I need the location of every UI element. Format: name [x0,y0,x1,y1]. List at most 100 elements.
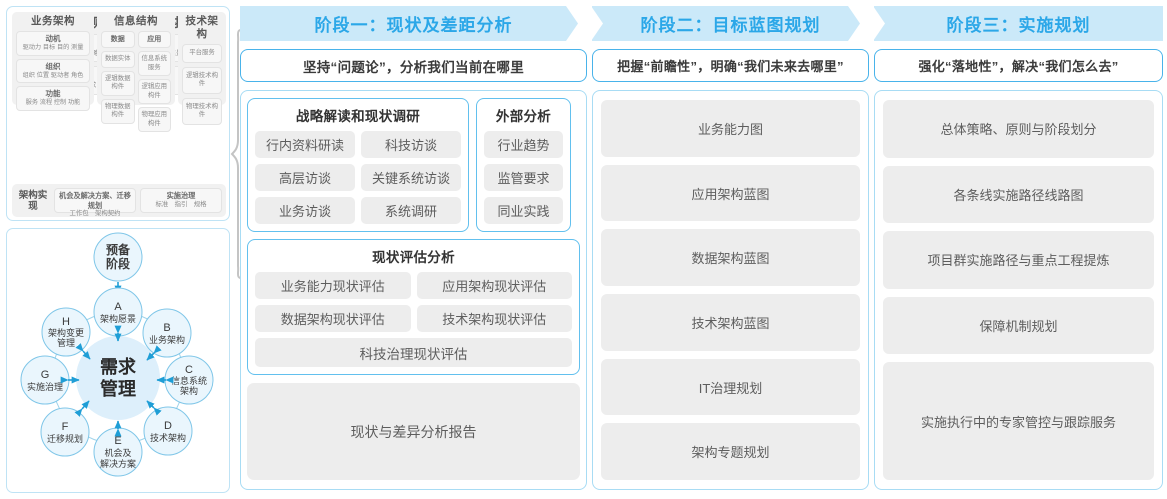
adm-node-d [143,406,193,456]
physical-data-component-cell: 物理数据构件 [101,98,135,124]
chip-industry-trend[interactable]: 行业趋势 [484,131,563,158]
strategy-research-panel: 战略解读和现状调研 行内资料研读 科技访谈 高层访谈 关键系统访谈 业务访谈 系… [247,98,469,232]
pill-program-implementation-path[interactable]: 项目群实施路径与重点工程提炼 [883,231,1154,289]
phase-1-header: 阶段一：现状及差距分析 [240,6,588,41]
svg-text:技术架构: 技术架构 [150,432,186,443]
adm-node-b [142,308,192,358]
chip-application-architecture-assessment[interactable]: 应用架构现状评估 [416,272,572,299]
pill-expert-control-tracking-service[interactable]: 实施执行中的专家管控与跟踪服务 [883,362,1154,480]
chevron-notch-left-icon [873,6,885,41]
svg-text:架构愿景: 架构愿景 [100,313,136,324]
physical-technology-component-cell: 物理技术构件 [182,97,222,125]
phase-2-body: 业务能力图 应用架构蓝图 数据架构蓝图 技术架构蓝图 IT治理规划 架构专题规划 [592,90,869,490]
svg-text:预备: 预备 [106,242,131,257]
chevron-right-icon [848,6,870,41]
chip-tech-governance-assessment[interactable]: 科技治理现状评估 [255,338,572,367]
information-structure-group: 信息结构 数据 数据实体 逻辑数据构件 物理数据构件 [97,12,175,132]
current-state-assessment-title: 现状评估分析 [372,250,455,265]
pill-business-capability-map[interactable]: 业务能力图 [601,100,860,157]
svg-text:业务架构: 业务架构 [149,334,185,345]
svg-text:阶段: 阶段 [106,256,131,271]
chip-peer-practice[interactable]: 同业实践 [484,197,563,224]
logical-application-component-cell: 逻辑应用构件 [137,79,171,104]
chip-technology-architecture-assessment[interactable]: 技术架构现状评估 [416,305,572,332]
phase-1-subtitle: 坚持“问题论”，分析我们当前在哪里 [240,49,587,82]
data-header-cell: 数据 [101,31,135,48]
adm-center-line2: 管理 [100,378,136,399]
technology-architecture-group: 技术架构 平台服务 逻辑技术构件 物理技术构件 [178,12,226,125]
logical-data-component-cell: 逻辑数据构件 [101,70,135,96]
implementation-governance-cell: 实施治理 标准 指引 规格 [140,188,222,213]
cell-items: 驱动力 目标 目的 测量 [22,44,84,51]
chip-key-system-interview[interactable]: 关键系统访谈 [361,164,461,191]
chip-business-interview[interactable]: 业务访谈 [255,197,355,224]
svg-text:D: D [164,420,172,432]
cell-title: 功能 [45,89,61,98]
external-analysis-title: 外部分析 [495,109,552,124]
gap-analysis-report-box[interactable]: 现状与差异分析报告 [247,383,580,480]
svg-text:机会及: 机会及 [104,447,131,458]
technology-architecture-title: 技术架构 [185,15,219,40]
information-structure-title: 信息结构 [114,15,158,27]
svg-text:迁移规划: 迁移规划 [47,433,83,444]
adm-center-line1: 需求 [100,356,137,377]
svg-text:架构变更: 架构变更 [48,327,84,338]
phase-3-column: 阶段三：实施规划 强化“落地性”，解决“我们怎么去” 总体策略、原则与阶段划分 … [873,6,1163,490]
adm-cycle-card: 需求 管理 预备 阶段 A 架构愿景 B 业务架构 C 信息系统 架构 [6,228,230,493]
svg-text:E: E [114,435,121,447]
svg-text:F: F [62,421,69,433]
cell-title: 数据 [110,36,125,43]
strategy-research-title: 战略解读和现状调研 [295,109,421,124]
cell-title: 实施治理 [166,191,196,200]
architecture-domains-row: 业务架构 动机 驱动力 目标 目的 测量 组织 组织 位置 驱动者 角色 功能 … [12,12,226,132]
business-architecture-title: 业务架构 [31,15,75,27]
pill-data-architecture-blueprint[interactable]: 数据架构蓝图 [601,229,860,287]
phase-1-column: 阶段一：现状及差距分析 坚持“问题论”，分析我们当前在哪里 战略解读和现状调研 … [240,6,588,490]
phase-3-body: 总体策略、原则与阶段划分 各条线实施路径线路图 项目群实施路径与重点工程提炼 保… [874,90,1163,490]
business-cell-organization: 组织 组织 位置 驱动者 角色 [16,58,90,83]
brace-connector-icon [230,28,245,280]
chip-tech-interview[interactable]: 科技访谈 [361,131,461,158]
chip-data-architecture-assessment[interactable]: 数据架构现状评估 [255,305,411,332]
chevron-notch-left-icon [591,6,603,41]
pill-it-governance-plan[interactable]: IT治理规划 [601,358,860,416]
cell-items: 组织 位置 驱动者 角色 [22,71,84,79]
phase-2-column: 阶段二：目标蓝图规划 把握“前瞻性”，明确“我们未来去哪里” 业务能力图 应用架… [591,6,870,490]
svg-text:C: C [185,364,193,376]
pill-architecture-topic-plan[interactable]: 架构专题规划 [601,423,860,481]
application-header-cell: 应用 [137,31,171,48]
phase-2-header: 阶段二：目标蓝图规划 [591,6,870,41]
physical-application-component-cell: 物理应用构件 [137,107,171,132]
cell-items: 工作包 架构契约 [69,210,121,217]
adm-node-f [40,407,90,457]
svg-text:B: B [163,322,170,334]
pill-line-implementation-roadmap[interactable]: 各条线实施路径线路图 [883,165,1154,224]
cell-title: 动机 [45,34,61,43]
phase-1-top-row: 战略解读和现状调研 行内资料研读 科技访谈 高层访谈 关键系统访谈 业务访谈 系… [247,98,580,232]
current-state-assessment-panel: 现状评估分析 业务能力现状评估 应用架构现状评估 数据架构现状评估 技术架构现状… [247,239,580,375]
chip-business-capability-assessment[interactable]: 业务能力现状评估 [255,272,411,299]
adm-center-circle [76,336,160,420]
chip-executive-interview[interactable]: 高层访谈 [255,164,355,191]
pill-overall-strategy-principles-phases[interactable]: 总体策略、原则与阶段划分 [883,100,1154,158]
opportunity-migration-cell: 机会及解决方案、迁移规划 工作包 架构契约 [54,188,136,217]
pill-technology-architecture-blueprint[interactable]: 技术架构蓝图 [601,294,860,351]
business-cell-motivation: 动机 驱动力 目标 目的 测量 [16,31,90,56]
phase-3-header-label: 阶段三：实施规划 [946,16,1091,35]
phase-3-subtitle: 强化“落地性”，解决“我们怎么去” [874,49,1163,82]
phase-1-header-label: 阶段一：现状及差距分析 [314,16,513,35]
chip-regulatory-requirement[interactable]: 监管要求 [484,164,563,191]
svg-text:信息系统: 信息系统 [171,375,207,386]
pill-application-architecture-blueprint[interactable]: 应用架构蓝图 [601,164,860,222]
chip-system-research[interactable]: 系统调研 [361,197,461,224]
cell-title: 应用 [147,36,162,43]
pill-assurance-mechanism-plan[interactable]: 保障机制规划 [883,296,1154,355]
logical-technology-component-cell: 逻辑技术构件 [182,66,222,94]
svg-text:解决方案: 解决方案 [100,458,136,469]
cell-title: 组织 [45,61,61,71]
cell-items: 服务 流程 控制 功能 [25,99,81,106]
chip-internal-material-study[interactable]: 行内资料研读 [255,131,355,158]
